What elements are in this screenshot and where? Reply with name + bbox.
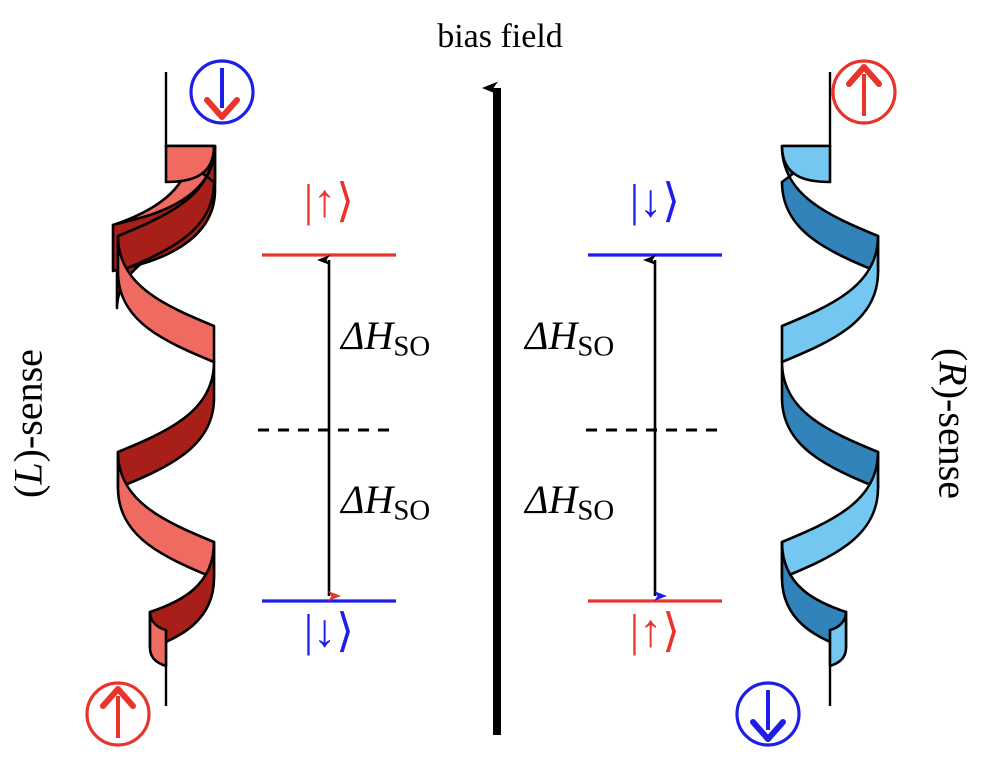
right-bottom-spin-circle [735,681,801,747]
left-helix [111,72,217,706]
left-lower-gap-subscript: SO [393,494,431,527]
right-helix-bottom-cap [828,610,848,668]
right-energy-diagram [586,253,724,603]
spin-circle-ring [85,681,151,747]
spin-circle-ring [831,59,897,125]
left-energy-diagram [258,253,398,603]
spin-arrow-head-down-icon [750,719,786,742]
bias-field-label: bias field [437,18,563,55]
right-helix [780,72,880,706]
spin-circle-ring [735,681,801,747]
right-helix-turns [780,144,880,668]
right-top-spin-circle [831,59,897,125]
right-lower-ket-label: |↑⟩ [629,605,681,656]
left-upper-ket-label: |↑⟩ [303,175,355,226]
left-helix-back-2 [116,360,216,490]
spin-circle-ring [189,59,255,125]
left-helix-front-1 [116,234,216,364]
right-helix-top-cap [780,144,832,184]
left-lower-ket-label: |↓⟩ [303,605,355,656]
left-top-spin-circle [189,59,255,125]
left-bottom-spin-circle [85,681,151,747]
left-upper-gap-symbol: ΔH [341,313,394,358]
spin-arrow-head-up-icon [846,64,882,87]
left-lower-gap-label: ΔHSO [341,476,430,527]
right-lower-gap-subscript: SO [577,494,615,527]
right-upper-ket-label: |↓⟩ [629,175,681,226]
right-helix-back-2 [780,360,880,490]
left-helix-turns [116,144,216,668]
left-helix-top-cap [164,144,216,184]
right-upper-gap-subscript: SO [577,330,615,363]
right-lower-gap-symbol: ΔH [525,477,578,522]
left-helix-bottom-cap [148,610,168,668]
right-helix-front-1 [780,234,880,364]
left-lower-gap-symbol: ΔH [341,477,394,522]
right-upper-gap-label: ΔHSO [525,312,614,363]
left-upper-gap-subscript: SO [393,330,431,363]
right-lower-gap-label: ΔHSO [525,476,614,527]
right-upper-gap-symbol: ΔH [525,313,578,358]
spin-arrow-head-up-icon [100,686,136,709]
spin-arrow-head-down-icon [204,97,240,120]
left-upper-gap-label: ΔHSO [341,312,430,363]
